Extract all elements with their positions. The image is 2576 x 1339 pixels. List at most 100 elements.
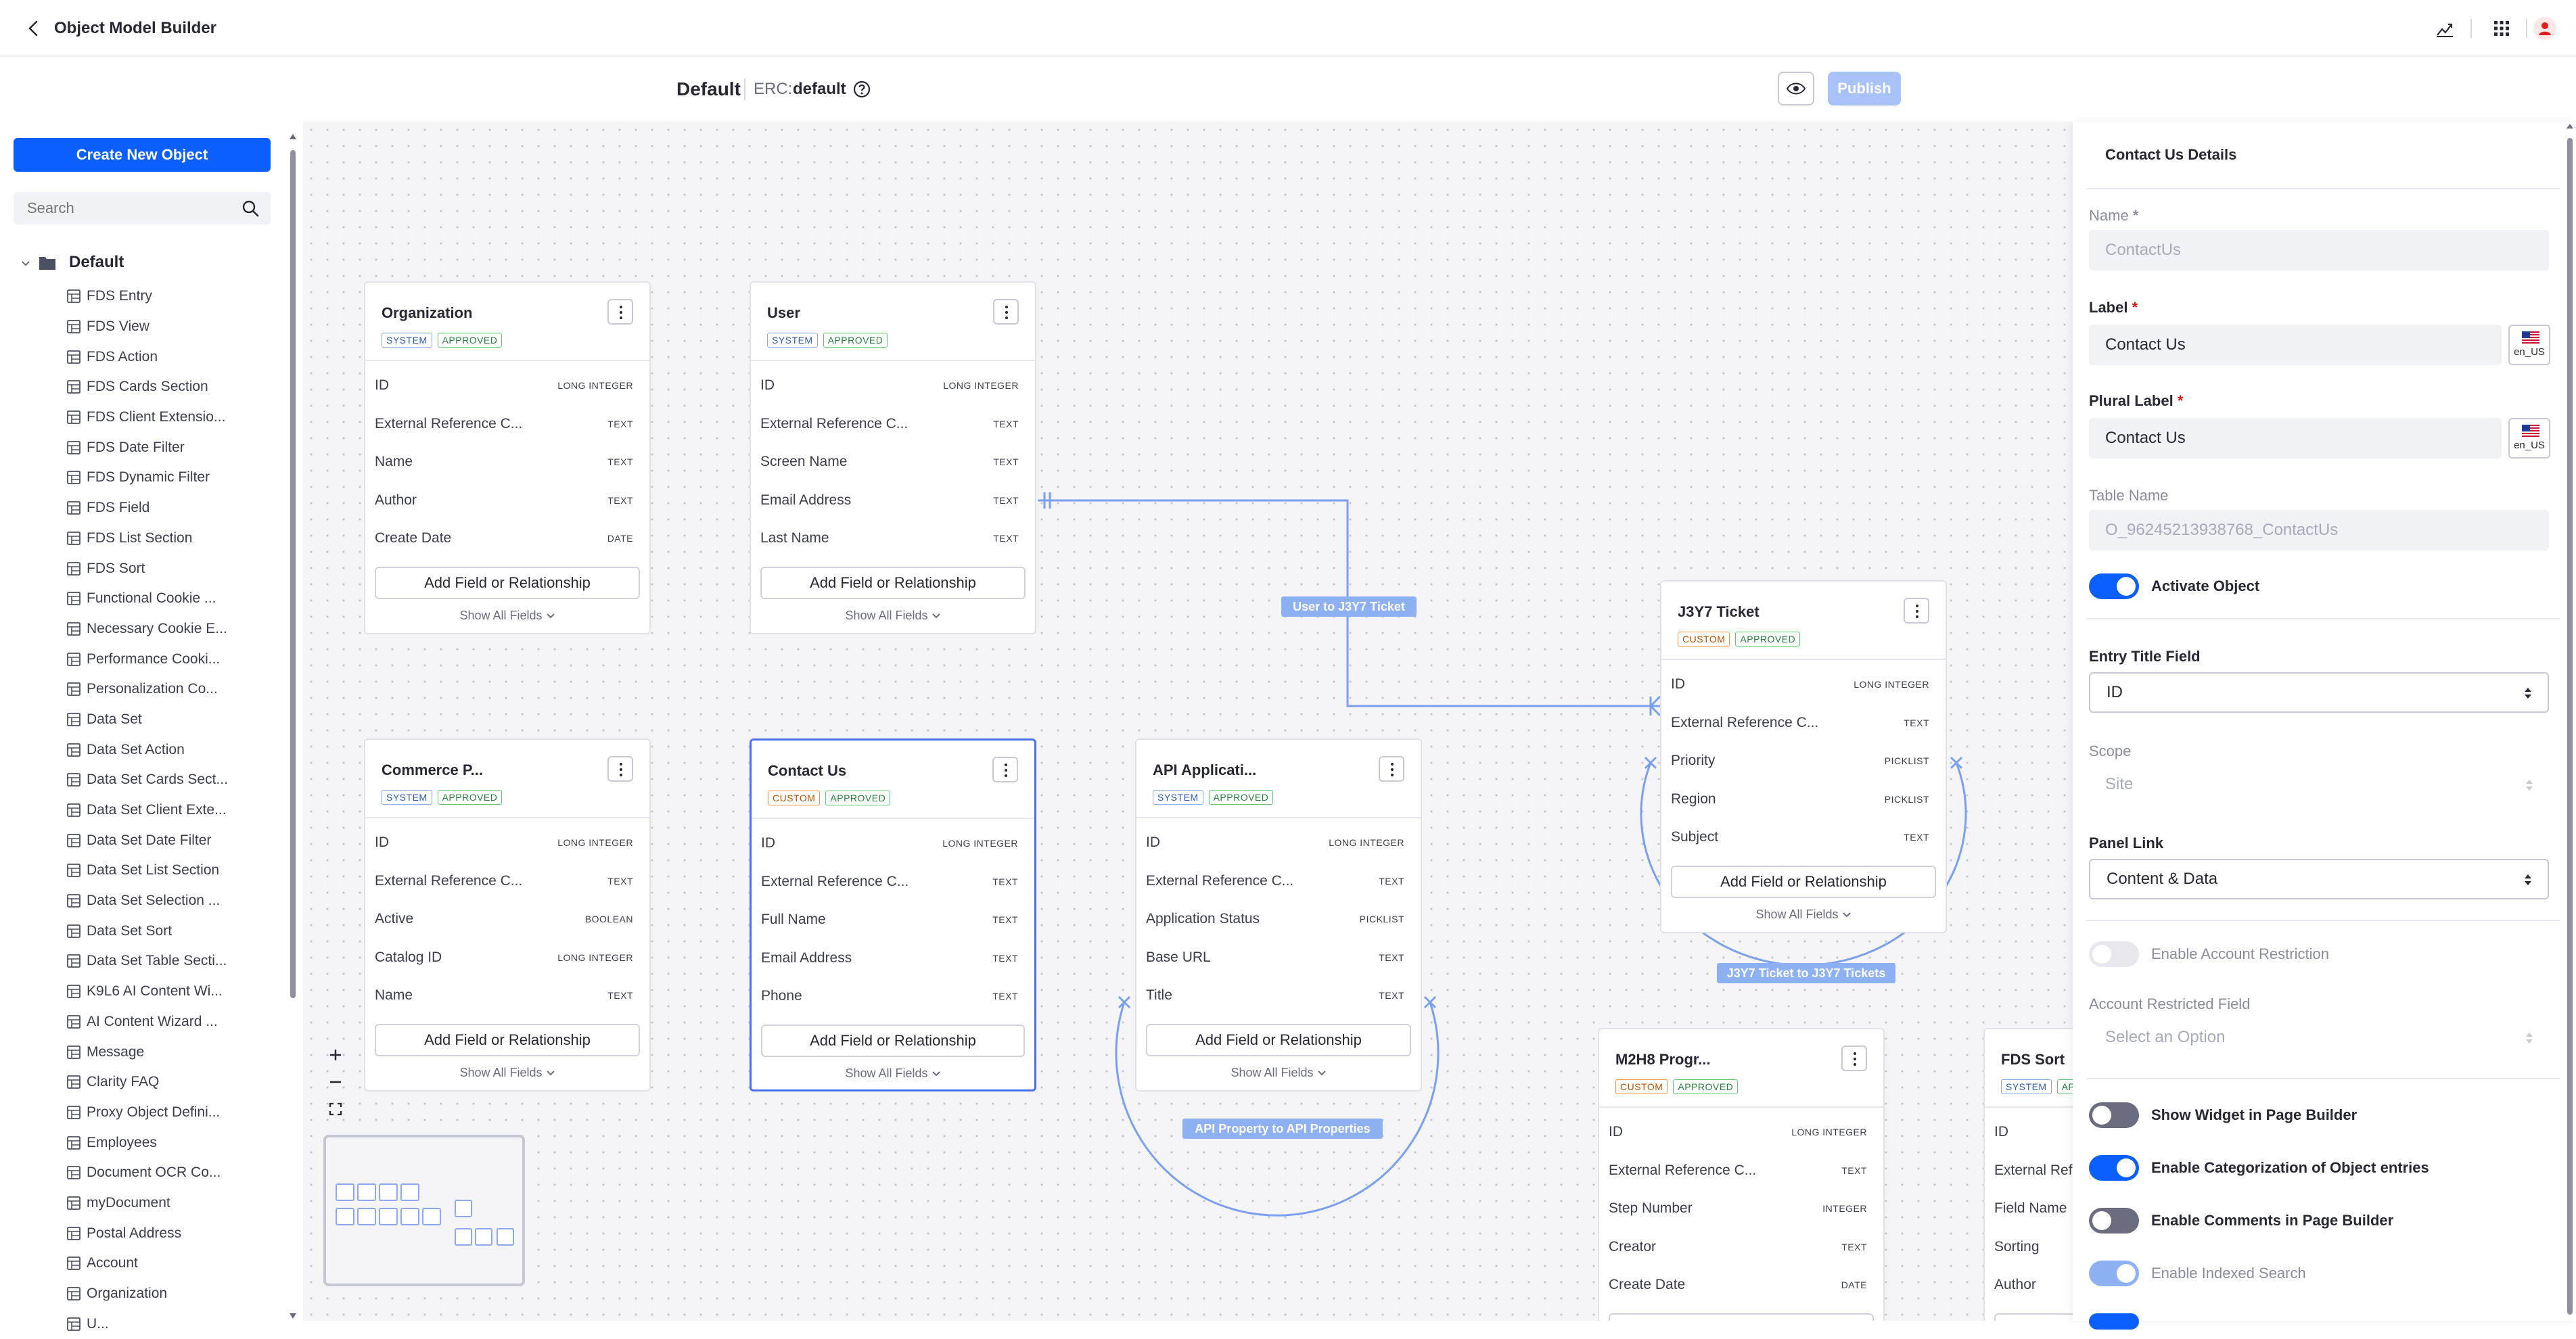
sidebar-object-item[interactable]: Necessary Cookie E... xyxy=(66,614,283,644)
show-widget-toggle[interactable] xyxy=(2089,1102,2139,1128)
field-row[interactable]: ID xyxy=(1994,1113,2073,1151)
sidebar-object-item[interactable]: Clarity FAQ xyxy=(66,1067,283,1098)
sidebar-object-item[interactable]: Data Set List Section xyxy=(66,855,283,886)
locale-button[interactable]: en_US xyxy=(2508,325,2550,365)
kebab-menu-icon[interactable] xyxy=(607,299,633,325)
show-all-fields-link[interactable]: Show All Fields xyxy=(365,609,649,626)
kebab-menu-icon[interactable] xyxy=(607,756,633,782)
fit-view-icon[interactable] xyxy=(323,1097,348,1121)
question-circle-icon[interactable] xyxy=(852,80,871,99)
sidebar-object-item[interactable]: FDS Client Extensio... xyxy=(66,402,283,433)
sidebar-object-item[interactable]: Data Set Selection ... xyxy=(66,886,283,916)
sidebar-object-item[interactable]: FDS Entry xyxy=(66,281,283,312)
add-field-button[interactable]: Add Field or Relationship xyxy=(1146,1024,1411,1056)
relationship-label[interactable]: API Property to API Properties xyxy=(1182,1119,1383,1139)
show-all-fields-link[interactable]: Show All Fields xyxy=(751,609,1035,626)
zoom-out-icon[interactable] xyxy=(323,1070,348,1094)
sidebar-object-item[interactable]: Account xyxy=(66,1248,283,1279)
show-all-fields-link[interactable]: Show All Fields xyxy=(1136,1066,1421,1083)
field-row[interactable]: External Reference C...TEXT xyxy=(1609,1152,1867,1190)
sidebar-object-item[interactable]: Proxy Object Defini... xyxy=(66,1098,283,1128)
sidebar-object-item[interactable]: FDS Field xyxy=(66,493,283,523)
kebab-menu-icon[interactable] xyxy=(1841,1046,1867,1071)
apps-grid-icon[interactable] xyxy=(2489,16,2514,41)
sidebar-object-item[interactable]: Data Set Sort xyxy=(66,916,283,946)
add-field-button[interactable]: Add Field or Relationship xyxy=(1609,1313,1874,1321)
add-field-button[interactable]: Add Field or Relationship xyxy=(1671,866,1936,898)
kebab-menu-icon[interactable] xyxy=(993,299,1019,325)
comments-toggle[interactable] xyxy=(2089,1208,2139,1234)
add-field-button[interactable]: Add Field or Relationship xyxy=(1994,1313,2073,1321)
minimap[interactable] xyxy=(323,1135,525,1286)
kebab-menu-icon[interactable] xyxy=(1904,598,1929,624)
analytics-icon[interactable] xyxy=(2433,16,2457,41)
sidebar-object-item[interactable]: Performance Cooki... xyxy=(66,644,283,674)
search-icon[interactable] xyxy=(241,199,260,218)
more-toggle[interactable] xyxy=(2089,1313,2139,1330)
sidebar-object-item[interactable]: FDS Cards Section xyxy=(66,372,283,402)
object-card[interactable]: FDS SortSYSTEMAPPROVEDIDExternal RefeFie… xyxy=(1983,1028,2073,1321)
sidebar-object-item[interactable]: Message xyxy=(66,1037,283,1067)
kebab-menu-icon[interactable] xyxy=(992,757,1018,782)
sidebar-object-item[interactable]: AI Content Wizard ... xyxy=(66,1007,283,1037)
relationship-label[interactable]: User to J3Y7 Ticket xyxy=(1281,596,1417,617)
sidebar-object-item[interactable]: Data Set Client Exte... xyxy=(66,795,283,826)
sidebar-object-item[interactable]: FDS Action xyxy=(66,342,283,372)
sidebar-object-item[interactable]: Postal Address xyxy=(66,1218,283,1248)
locale-button[interactable]: en_US xyxy=(2508,418,2550,459)
zoom-in-icon[interactable] xyxy=(323,1043,348,1067)
publish-button[interactable]: Publish xyxy=(1828,72,1901,105)
show-all-fields-link[interactable]: Show All Fields xyxy=(1661,908,1946,925)
field-row[interactable]: External Reference C...TEXT xyxy=(760,405,1019,443)
sidebar-object-item[interactable]: Data Set Cards Sect... xyxy=(66,765,283,795)
chevron-down-icon[interactable] xyxy=(19,257,32,271)
add-field-button[interactable]: Add Field or Relationship xyxy=(375,1024,640,1056)
preview-button[interactable] xyxy=(1778,72,1814,105)
sidebar-object-item[interactable]: FDS View xyxy=(66,312,283,342)
field-row[interactable]: Author xyxy=(1994,1266,2073,1304)
categorization-toggle[interactable] xyxy=(2089,1155,2139,1181)
sidebar-object-item[interactable]: myDocument xyxy=(66,1188,283,1219)
sidebar-object-item[interactable]: Document OCR Co... xyxy=(66,1158,283,1188)
relationship-label[interactable]: J3Y7 Ticket to J3Y7 Tickets xyxy=(1717,963,1895,983)
field-row[interactable]: External Refe xyxy=(1994,1152,2073,1190)
panel-scrollbar[interactable] xyxy=(2564,122,2576,1321)
sidebar-object-item[interactable]: Data Set Date Filter xyxy=(66,825,283,855)
show-all-fields-link[interactable]: Show All Fields xyxy=(365,1066,649,1083)
sidebar-object-item[interactable]: Functional Cookie ... xyxy=(66,584,283,614)
field-row[interactable]: External Reference C...TEXT xyxy=(1146,862,1404,900)
sidebar-object-item[interactable]: Personalization Co... xyxy=(66,674,283,705)
sidebar-object-item[interactable]: FDS Sort xyxy=(66,553,283,584)
sidebar-object-item[interactable]: Data Set xyxy=(66,705,283,735)
sidebar-object-item[interactable]: FDS List Section xyxy=(66,523,283,554)
field-row[interactable]: Field Name xyxy=(1994,1190,2073,1227)
chevron-left-icon[interactable] xyxy=(22,15,46,42)
field-row[interactable]: External Reference C...TEXT xyxy=(761,863,1018,901)
field-row[interactable]: External Reference C...TEXT xyxy=(1671,704,1929,742)
add-field-button[interactable]: Add Field or Relationship xyxy=(761,1025,1025,1057)
show-all-fields-link[interactable]: Show All Fields xyxy=(752,1066,1034,1084)
